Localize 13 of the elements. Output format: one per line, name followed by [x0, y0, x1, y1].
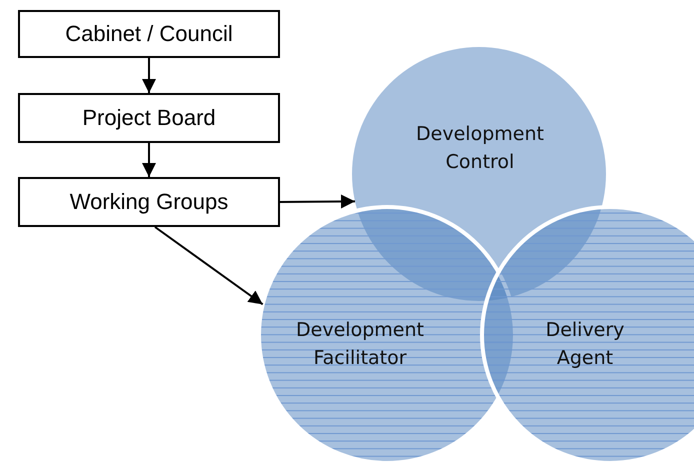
arrow [142, 143, 156, 177]
arrow [154, 226, 264, 306]
box-label: Cabinet / Council [65, 21, 233, 47]
box-label: Working Groups [70, 189, 228, 215]
box-label: Project Board [82, 105, 216, 131]
arrow [280, 194, 355, 208]
circle-label: Delivery Agent [544, 318, 626, 371]
process-box [18, 93, 280, 143]
process-box [18, 10, 280, 58]
circle-label: Development Control [415, 122, 545, 175]
process-box [18, 177, 280, 227]
arrow [142, 58, 156, 93]
circle-label: Development Facilitator [295, 318, 425, 371]
